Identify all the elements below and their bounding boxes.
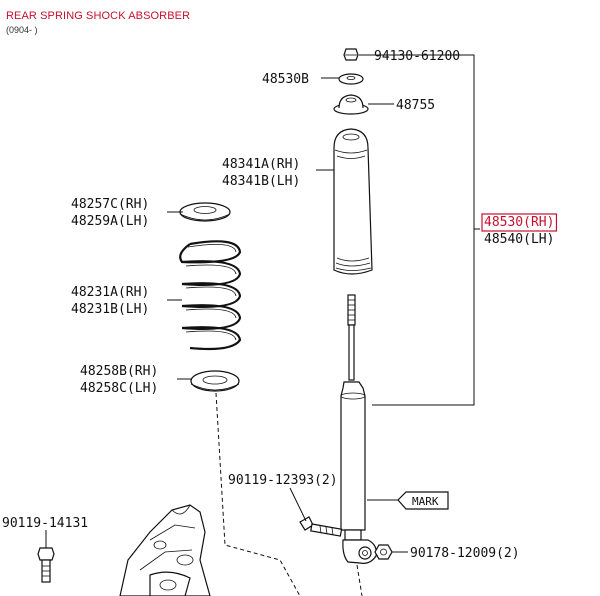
label-48231a-rh[interactable]: 48231A(RH) — [71, 285, 149, 300]
label-mark[interactable]: MARK — [412, 495, 439, 508]
shock-absorber-part[interactable] — [340, 294, 377, 564]
label-48231b-lh[interactable]: 48231B(LH) — [71, 302, 149, 317]
alignment-line-spring — [215, 392, 301, 596]
lower-spring-seat-part[interactable] — [190, 370, 240, 392]
bumper-boot-part[interactable] — [333, 128, 373, 275]
lower-nut-part[interactable] — [374, 544, 393, 560]
label-48259a-lh[interactable]: 48259A(LH) — [71, 214, 149, 229]
cushion-part[interactable] — [333, 94, 369, 115]
mark-callout-box — [397, 491, 449, 510]
label-90178-12009[interactable]: 90178-12009(2) — [410, 546, 520, 561]
label-48258b-rh[interactable]: 48258B(RH) — [80, 364, 158, 379]
label-48257c-rh[interactable]: 48257C(RH) — [71, 197, 149, 212]
label-48341b-lh[interactable]: 48341B(LH) — [222, 174, 300, 189]
top-nut-part[interactable] — [343, 48, 359, 61]
leader-90119-12393 — [289, 487, 307, 522]
label-48258c-lh[interactable]: 48258C(LH) — [80, 381, 158, 396]
label-94130-61200[interactable]: 94130-61200 — [374, 49, 460, 64]
selected-part-highlight-box — [481, 213, 558, 232]
label-48530-rh-highlighted[interactable]: 48530(RH) — [484, 215, 554, 230]
label-48755[interactable]: 48755 — [396, 98, 435, 113]
coil-spring-part[interactable] — [179, 240, 242, 351]
mount-bolt-part[interactable] — [299, 516, 343, 537]
label-90119-12393[interactable]: 90119-12393(2) — [228, 473, 338, 488]
axle-bolt-part[interactable] — [37, 547, 55, 583]
assembly-bracket-line — [362, 54, 475, 406]
diagram-title: REAR SPRING SHOCK ABSORBER — [6, 10, 191, 22]
upper-spring-seat-part[interactable] — [179, 202, 231, 222]
label-48341a-rh[interactable]: 48341A(RH) — [222, 157, 300, 172]
label-48540-lh[interactable]: 48540(LH) — [484, 232, 554, 247]
alignment-line-shock — [356, 564, 363, 596]
label-48530b[interactable]: 48530B — [262, 72, 309, 87]
washer-part[interactable] — [338, 73, 364, 85]
label-90119-14131[interactable]: 90119-14131 — [2, 516, 88, 531]
axle-bracket-part — [119, 504, 211, 596]
diagram-subtitle: (0904- ) — [6, 25, 38, 35]
